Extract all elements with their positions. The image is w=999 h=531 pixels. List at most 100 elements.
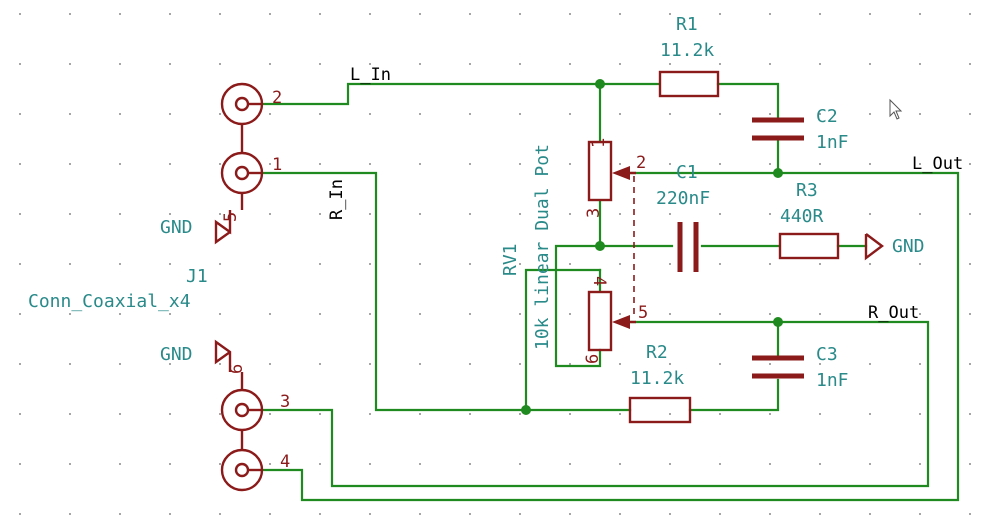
grid-dot xyxy=(869,213,871,215)
grid-dot xyxy=(669,263,671,265)
resistor-r3[interactable]: R3 440R GND xyxy=(778,180,925,261)
rv1-value: 10k linear Dual Pot xyxy=(532,144,553,350)
c3-value: 1nF xyxy=(816,370,849,391)
grid-dot xyxy=(319,513,321,515)
capacitor-c3[interactable]: C3 1nF xyxy=(752,344,849,391)
grid-dot xyxy=(169,213,171,215)
grid-dot xyxy=(419,213,421,215)
gnd-label: GND xyxy=(892,236,925,257)
grid-dot xyxy=(369,13,371,15)
grid-dot xyxy=(519,63,521,65)
grid-dot xyxy=(719,13,721,15)
rv1-pin-3: 3 xyxy=(584,208,604,218)
grid-dot xyxy=(769,413,771,415)
capacitor-c2[interactable]: C2 1nF xyxy=(752,106,849,153)
grid-dot xyxy=(269,213,271,215)
grid-dot xyxy=(219,13,221,15)
j1-value: Conn_Coaxial_x4 xyxy=(28,291,191,312)
r3-value: 440R xyxy=(780,206,824,227)
grid-dot xyxy=(519,163,521,165)
grid-dot xyxy=(819,463,821,465)
rv1-ref: RV1 xyxy=(500,243,521,276)
grid-dot xyxy=(119,363,121,365)
grid-dot xyxy=(119,213,121,215)
capacitor-c1[interactable]: C1 220nF xyxy=(656,162,710,272)
grid-dot xyxy=(969,13,971,15)
grid-dot xyxy=(219,363,221,365)
grid-dot xyxy=(19,213,21,215)
grid-dot xyxy=(119,163,121,165)
grid-dot xyxy=(619,163,621,165)
grid-dot xyxy=(569,413,571,415)
grid-dot xyxy=(569,113,571,115)
grid-dot xyxy=(469,13,471,15)
grid-dot xyxy=(319,163,321,165)
grid-dot xyxy=(419,63,421,65)
rv1-pin-6: 6 xyxy=(583,354,603,364)
grid-dot xyxy=(469,363,471,365)
grid-dot xyxy=(419,413,421,415)
grid-dot xyxy=(719,313,721,315)
grid-dot xyxy=(319,13,321,15)
gnd-symbol-top[interactable]: GND xyxy=(160,210,232,245)
grid-dot xyxy=(369,513,371,515)
grid-dot xyxy=(869,313,871,315)
grid-dot xyxy=(369,63,371,65)
grid-dot xyxy=(619,463,621,465)
grid-dot xyxy=(869,113,871,115)
grid-dot xyxy=(569,363,571,365)
grid-dot xyxy=(619,13,621,15)
grid-dot xyxy=(919,163,921,165)
grid-dot xyxy=(69,513,71,515)
grid-dot xyxy=(669,113,671,115)
grid-dot xyxy=(169,413,171,415)
coax-4-inner xyxy=(234,462,250,478)
grid-dot xyxy=(369,463,371,465)
grid-dot xyxy=(869,13,871,15)
grid-dot xyxy=(119,113,121,115)
gnd-symbol-bottom[interactable]: GND xyxy=(160,339,232,372)
grid-dot xyxy=(519,313,521,315)
resistor-r1[interactable]: R1 11.2k xyxy=(658,14,720,98)
grid-dot xyxy=(519,113,521,115)
connector-j1[interactable]: 2 1 3 4 5 6 J1 Conn_Coaxial_x4 xyxy=(28,82,290,492)
grid-dot xyxy=(869,513,871,515)
potentiometer-rv1[interactable]: 1 2 3 4 5 6 RV1 10k linear Dual Pot xyxy=(500,138,648,364)
grid-dot xyxy=(369,213,371,215)
grid-dot xyxy=(319,213,321,215)
grid-dot xyxy=(569,213,571,215)
grid-dot xyxy=(769,313,771,315)
coax-1-inner xyxy=(234,165,250,181)
grid-dot xyxy=(969,313,971,315)
j1-pin-6: 6 xyxy=(227,364,247,374)
grid-dot xyxy=(469,513,471,515)
grid-dot xyxy=(19,313,21,315)
grid-dot xyxy=(269,263,271,265)
grid-dot xyxy=(469,263,471,265)
grid-dot xyxy=(19,263,21,265)
grid-dot xyxy=(969,163,971,165)
grid-dot xyxy=(269,463,271,465)
grid-dot xyxy=(569,263,571,265)
r2-value: 11.2k xyxy=(630,368,684,389)
grid-dot xyxy=(919,13,921,15)
mouse-cursor-icon xyxy=(889,98,903,120)
grid-dot xyxy=(169,313,171,315)
resistor-r2[interactable]: R2 11.2k xyxy=(628,342,692,424)
c2-ref: C2 xyxy=(816,106,838,127)
grid-dot xyxy=(819,313,821,315)
grid-dot xyxy=(219,113,221,115)
grid-dot xyxy=(169,463,171,465)
grid-dot xyxy=(969,263,971,265)
junction-dot xyxy=(595,79,605,89)
grid-dot xyxy=(19,363,21,365)
grid-dot xyxy=(319,313,321,315)
grid-dot xyxy=(719,363,721,365)
grid-dot xyxy=(969,513,971,515)
grid-dot xyxy=(269,313,271,315)
grid-dot xyxy=(919,513,921,515)
grid-dot xyxy=(69,13,71,15)
grid-dot xyxy=(619,513,621,515)
grid-dot xyxy=(819,213,821,215)
